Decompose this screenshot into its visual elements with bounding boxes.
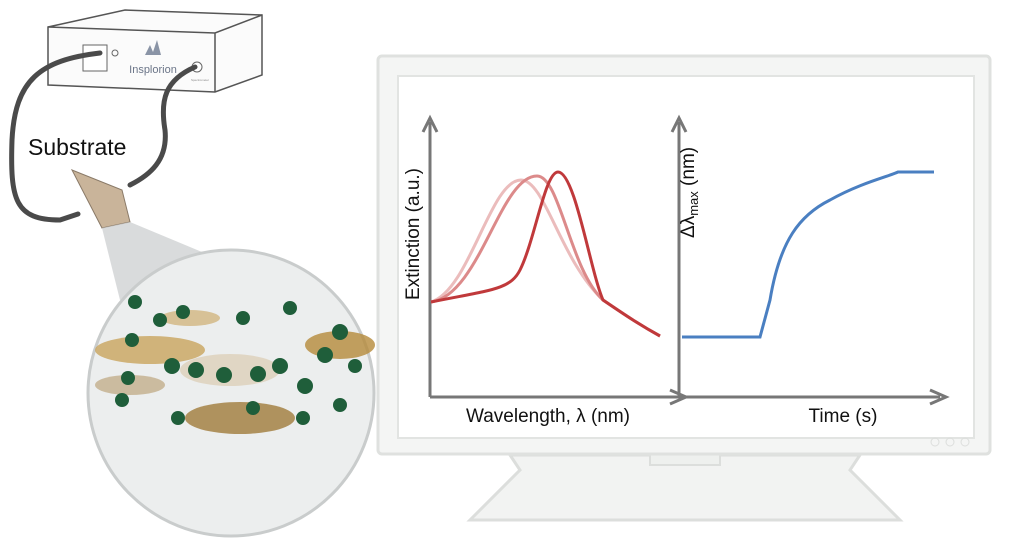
molecules xyxy=(115,295,362,425)
kinetics-axes xyxy=(670,114,950,406)
substrate-label: Substrate xyxy=(28,134,126,160)
spectrum-xlabel: Wavelength, λ (nm) xyxy=(466,406,630,427)
spectrum-ylabel: Extinction (a.u.) xyxy=(403,168,424,300)
device-brand: Insplorion xyxy=(129,64,177,76)
cables xyxy=(9,50,198,223)
spectrum-curve-3 xyxy=(430,170,661,338)
kinetics-xlabel: Time (s) xyxy=(809,406,878,427)
substrate-chip xyxy=(70,169,131,229)
insplorion-device: Insplorion Spectrometer xyxy=(47,9,263,93)
spectrum-chart: Extinction (a.u.) Wavelength, λ (nm) xyxy=(403,114,690,427)
monitor xyxy=(376,54,992,522)
kinetics-chart: Δλmax (nm) Time (s) xyxy=(670,114,950,427)
magnified-substrate xyxy=(86,248,376,538)
device-sub-label: Spectrometer xyxy=(191,78,209,82)
kinetics-curve xyxy=(682,170,934,339)
kinetics-ylabel: Δλmax (nm) xyxy=(678,147,701,238)
